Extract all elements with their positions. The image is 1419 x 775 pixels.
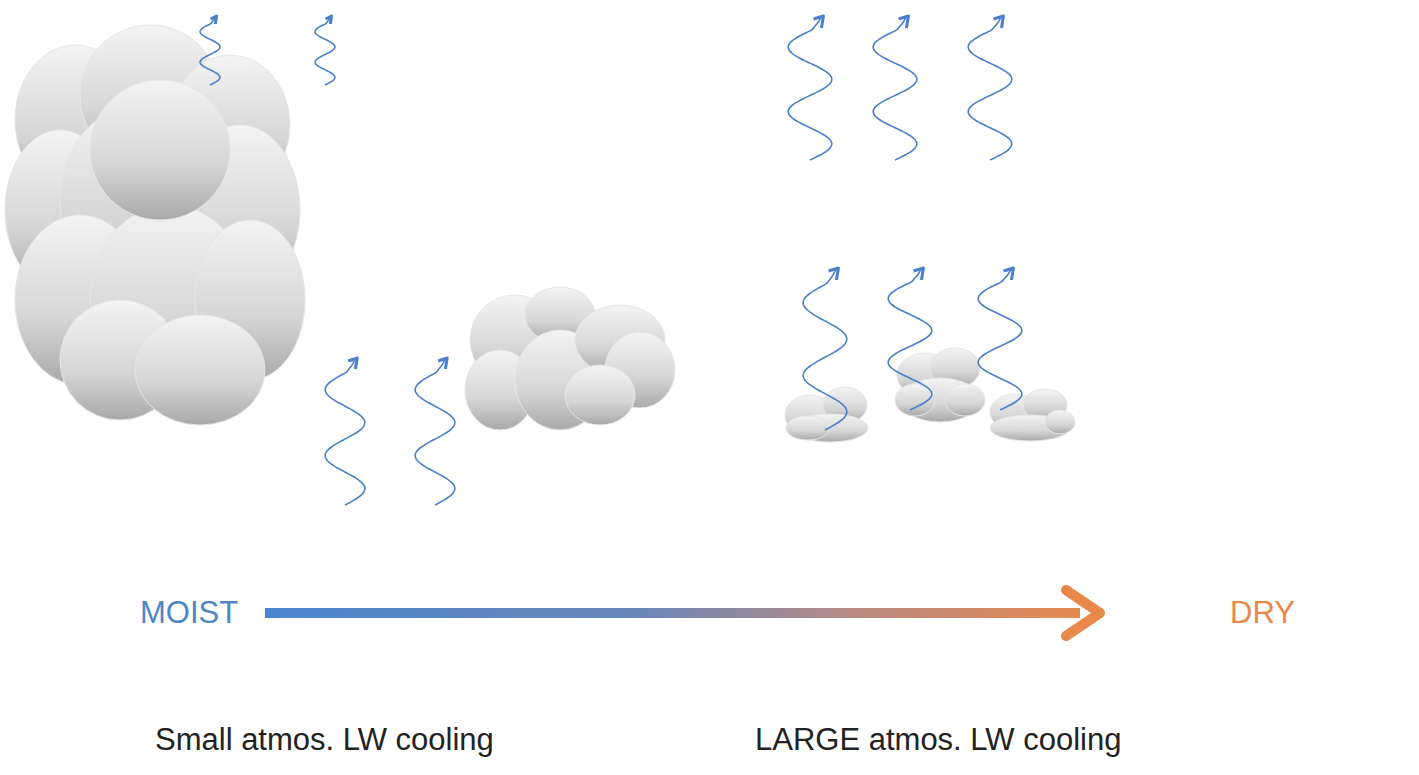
axis-end-label: MOIST <box>140 594 238 631</box>
lw-arrow <box>968 16 1012 160</box>
moist-dry-arrow <box>265 590 1100 636</box>
lw-arrow <box>873 16 917 160</box>
lw-arrow <box>325 358 365 505</box>
lw-arrow <box>415 358 455 505</box>
lw-arrow <box>200 16 220 85</box>
cloud <box>990 389 1075 441</box>
lw-arrow <box>888 268 932 410</box>
clouds <box>5 25 1075 442</box>
caption-label: Small atmos. LW cooling <box>155 721 494 758</box>
lw-arrow <box>315 16 335 85</box>
axis-end-label: DRY <box>1230 594 1295 631</box>
cloud <box>895 348 985 422</box>
cloud <box>465 287 675 430</box>
lw-arrow <box>803 268 847 430</box>
lw-arrow <box>978 268 1022 410</box>
lw-arrow <box>788 16 832 160</box>
cloud <box>5 25 305 425</box>
caption-label: LARGE atmos. LW cooling <box>755 721 1121 758</box>
longwave-arrows <box>200 16 1022 505</box>
